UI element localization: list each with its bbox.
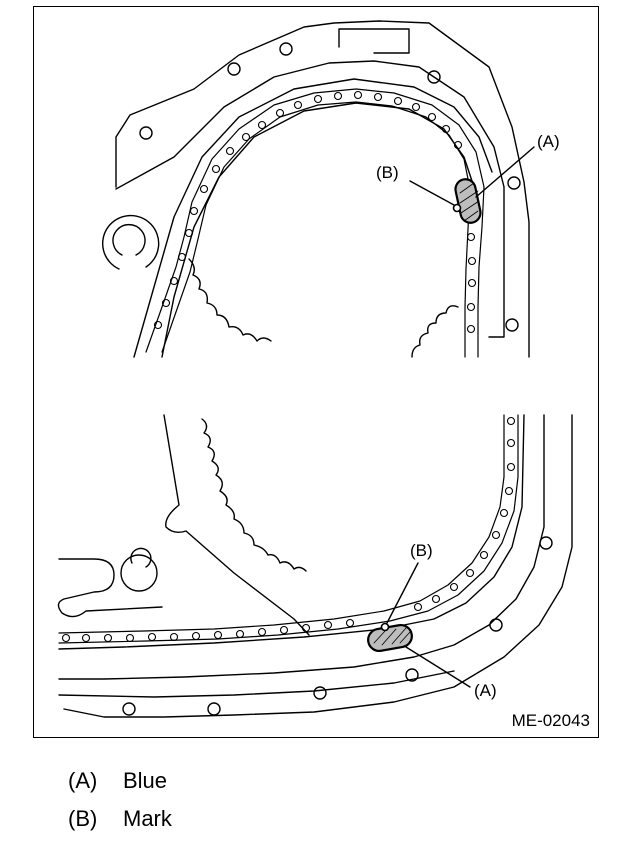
legend-item: (B) Mark [68,806,172,844]
bolt-hole [139,126,153,140]
bottom-guide-outer [58,414,525,650]
bolt-hole [313,686,327,700]
bottom-mark-dot [380,622,390,632]
bolt-hole [505,318,519,332]
top-mark-dot [452,203,462,213]
top-cover-outline [115,20,530,358]
bolt-hole [405,668,419,682]
top-idler-arc [102,214,160,270]
top-cover-tab [338,28,410,54]
top-cover-inner [115,60,505,338]
bolt-hole [227,62,241,76]
top-chain-pins [153,90,477,334]
bottom-cover-outline [63,414,573,718]
top-sprocket-teeth-right [411,305,459,358]
bottom-chain-pins [61,416,516,643]
bottom-guide-bracket [163,414,310,636]
bottom-callout-b: (B) [410,541,433,560]
bottom-sprocket-teeth [201,418,307,572]
top-blue-link-hatch [459,182,480,222]
legend-label: Mark [123,806,172,831]
bottom-callout-a: (A) [474,681,497,700]
top-callout-a: (A) [537,132,560,151]
timing-chain-diagram: (A) (B) [57,20,573,718]
bolt-hole [507,176,521,190]
bolt-hole [427,70,441,84]
bottom-tensioner-hub [130,547,152,568]
legend-label: Blue [123,768,168,793]
bottom-cover-inner [58,414,545,680]
top-idler-arc-inner [112,223,146,256]
bottom-blue-link-hatch [373,627,411,646]
top-callout-b: (B) [376,163,399,182]
legend-item: (A) Blue [68,768,172,806]
bolt-hole [207,702,221,716]
top-sprocket-teeth-left [188,258,272,342]
top-leader-a [475,146,535,198]
bottom-leader-a [405,646,471,688]
bottom-tensioner-pulley [120,554,158,592]
top-blue-link [454,178,482,224]
figure-code: ME-02043 [511,711,590,730]
top-guide-inner [161,102,475,358]
bottom-tensioner-arm [57,558,163,618]
bottom-guide-lower [58,670,455,698]
bottom-leader-b [386,562,419,624]
top-view: (A) (B) [102,20,560,358]
bolt-hole [279,42,293,56]
top-chain [145,88,485,358]
bottom-blue-link [367,623,413,653]
legend: (A) Blue (B) Mark [68,768,172,844]
bolt-hole [539,536,553,550]
top-guide-outer [133,78,493,358]
legend-key: (B) [68,806,98,831]
bolt-hole [489,618,503,632]
bolt-hole [122,702,136,716]
bottom-view: (B) (A) [57,414,573,718]
diagram-frame: (A) (B) [33,6,599,738]
legend-key: (A) [68,768,98,793]
top-leader-b [409,180,455,206]
